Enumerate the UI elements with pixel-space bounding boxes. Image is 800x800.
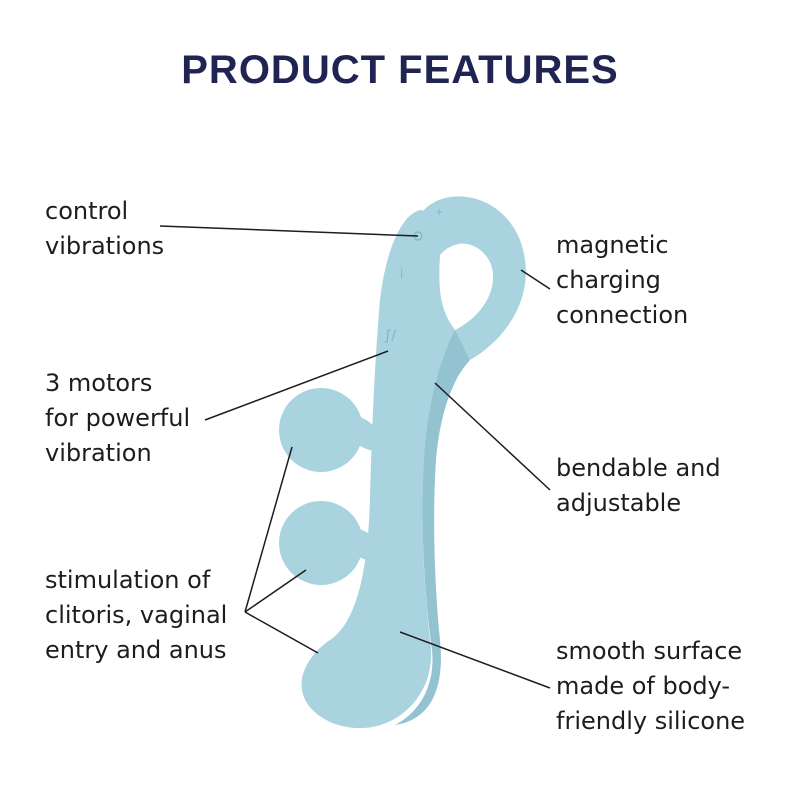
feature-line: adjustable	[556, 489, 682, 517]
feature-line: friendly silicone	[556, 707, 746, 735]
leader-line-control	[159, 225, 419, 237]
leader-line-bendable	[434, 382, 551, 491]
feature-line: control	[45, 197, 129, 225]
minus-icon: |	[400, 268, 403, 279]
product-shaft	[301, 210, 470, 729]
feature-line: made of body-	[556, 672, 731, 700]
feature-magnetic-charging: magnetic charging connection	[556, 228, 688, 333]
feature-line: 3 motors	[45, 369, 153, 397]
feature-line: for powerful	[45, 404, 191, 432]
leader-line-motors	[204, 350, 389, 421]
feature-line: connection	[556, 301, 689, 329]
feature-bendable: bendable and adjustable	[556, 451, 721, 521]
feature-control-vibrations: control vibrations	[45, 194, 164, 264]
feature-line: entry and anus	[45, 636, 227, 664]
feature-line: clitoris, vaginal	[45, 601, 228, 629]
page-title: PRODUCT FEATURES	[181, 48, 619, 92]
feature-line: stimulation of	[45, 566, 211, 594]
leader-line-stim-1	[244, 446, 293, 613]
leader-line-magnetic	[520, 269, 551, 290]
product-ball-2-stem	[352, 528, 375, 561]
feature-smooth-surface: smooth surface made of body- friendly si…	[556, 634, 745, 739]
leader-line-smooth	[399, 631, 551, 689]
product-head-loop	[420, 196, 526, 360]
feature-line: vibrations	[45, 232, 165, 260]
product-ball-2	[279, 501, 363, 585]
plus-icon: +	[435, 207, 443, 218]
leader-line-stim-3	[244, 611, 319, 654]
feature-line: magnetic	[556, 231, 669, 259]
brand-logo-icon: ∫∕	[384, 328, 396, 344]
feature-line: bendable and	[556, 454, 721, 482]
product-ball-1-stem	[352, 415, 378, 451]
feature-stimulation: stimulation of clitoris, vaginal entry a…	[45, 563, 227, 668]
feature-line: smooth surface	[556, 637, 743, 665]
feature-motors: 3 motors for powerful vibration	[45, 366, 190, 471]
product-ball-1	[279, 388, 363, 472]
feature-line: vibration	[45, 439, 152, 467]
leader-line-stim-2	[244, 569, 307, 613]
product-shading	[395, 330, 470, 725]
feature-line: charging	[556, 266, 661, 294]
